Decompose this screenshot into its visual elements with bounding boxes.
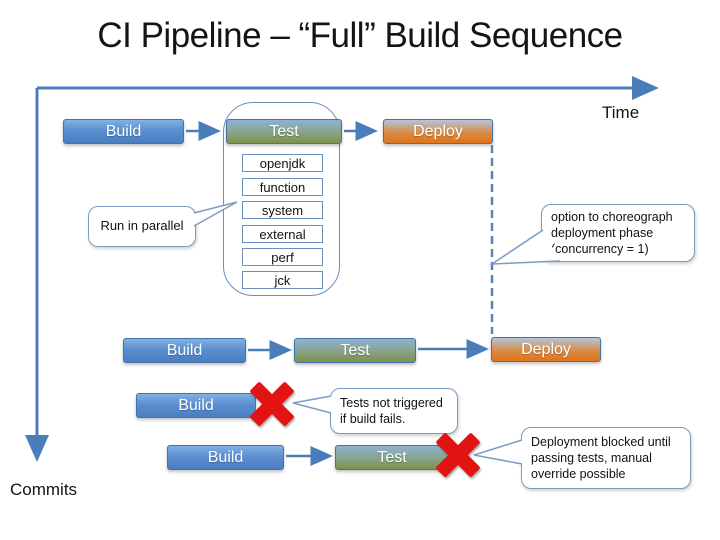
row1-test-box: Test	[226, 119, 342, 144]
row3-build-box: Build	[136, 393, 256, 418]
suite-openjdk: openjdk	[242, 154, 323, 172]
tests-not-triggered-pointer	[293, 396, 331, 413]
suite-external: external	[242, 225, 323, 243]
row2-deploy-box: Deploy	[491, 337, 601, 362]
callout-choreograph-deployment: option to choreograph deployment phase (…	[541, 204, 695, 262]
suite-system: system	[242, 201, 323, 219]
deployment-blocked-pointer	[474, 440, 522, 464]
row2-build-box: Build	[123, 338, 246, 363]
callout-tests-not-triggered: Tests not triggered if build fails.	[330, 388, 458, 434]
row4-test-box: Test	[335, 445, 449, 470]
suite-perf: perf	[242, 248, 323, 266]
row1-build-box: Build	[63, 119, 184, 144]
row4-build-box: Build	[167, 445, 284, 470]
deploy-blocked-x-icon	[435, 432, 481, 478]
row2-test-box: Test	[294, 338, 416, 363]
slide-title: CI Pipeline – “Full” Build Sequence	[97, 16, 623, 55]
commits-axis-label: Commits	[10, 480, 78, 499]
row1-deploy-box: Deploy	[383, 119, 493, 144]
callout-run-in-parallel: Run in parallel	[88, 206, 196, 247]
suite-jck: jck	[242, 271, 323, 289]
suite-function: function	[242, 178, 323, 196]
build-failed-x-icon	[249, 381, 295, 427]
time-axis-label: Time	[602, 103, 640, 122]
callout-deployment-blocked: Deployment blocked until passing tests, …	[521, 427, 691, 489]
